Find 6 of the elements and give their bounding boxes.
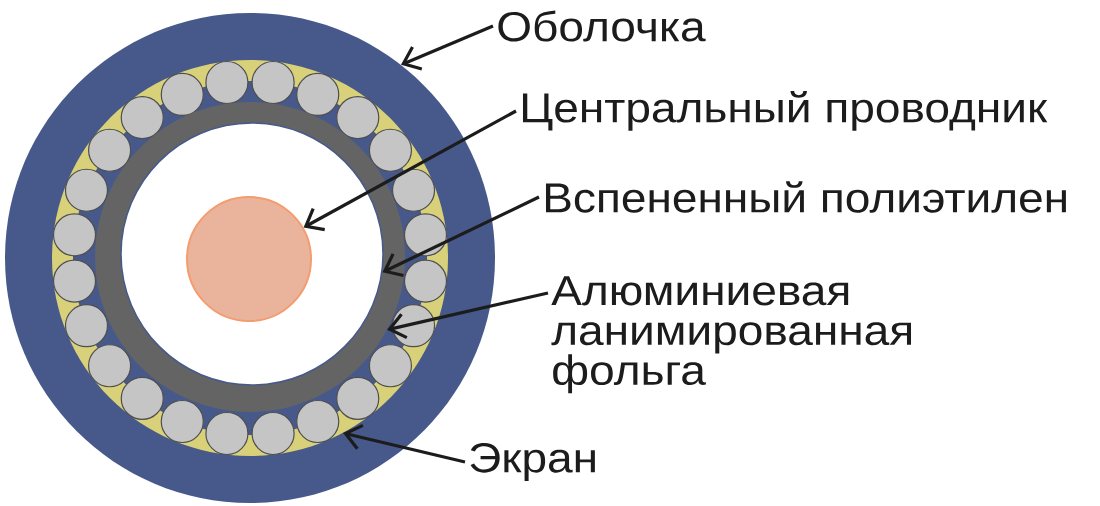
callout-label: Вспененный полиэтилен (546, 181, 1066, 213)
callout-label: Алюминиевая ланимированная фольга (551, 276, 911, 394)
callout-label: Центральный проводник (523, 91, 1048, 131)
callout-label: Оболочка (498, 10, 706, 42)
callout-label: Экран (470, 443, 595, 481)
leader-arrow (400, 24, 494, 71)
